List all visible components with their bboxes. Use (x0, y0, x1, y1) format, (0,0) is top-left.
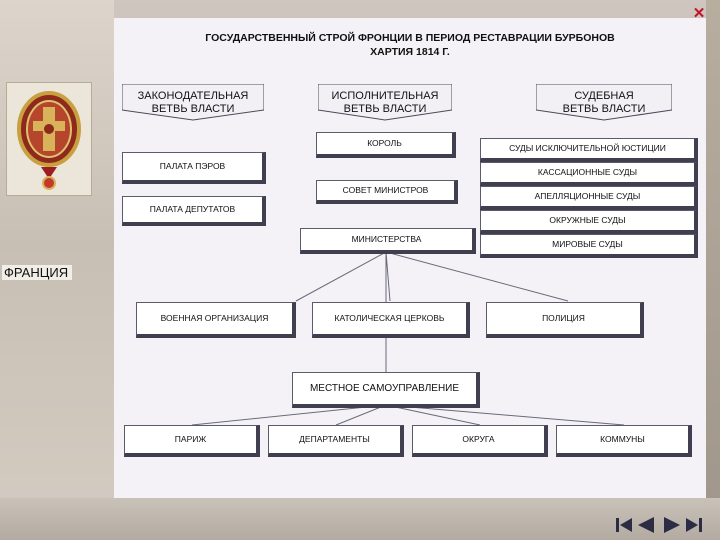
branch-legislative-line1: ЗАКОНОДАТЕЛЬНАЯ (122, 84, 264, 103)
branch-legislative: ЗАКОНОДАТЕЛЬНАЯ ВЕТВЬ ВЛАСТИ (122, 84, 264, 122)
catholic-church: КАТОЛИЧЕСКАЯ ЦЕРКОВЬ (312, 302, 470, 338)
chamber-of-deputies: ПАЛАТА ДЕПУТАТОВ (122, 196, 266, 226)
communes: КОММУНЫ (556, 425, 692, 457)
slide-navigation (614, 514, 706, 534)
branch-judicial: СУДЕБНАЯ ВЕТВЬ ВЛАСТИ (536, 84, 672, 122)
ministries: МИНИСТЕРСТВА (300, 228, 476, 254)
nav-prev-icon[interactable] (638, 517, 654, 533)
chamber-of-peers: ПАЛАТА ПЭРОВ (122, 152, 266, 184)
nav-next-icon[interactable] (664, 517, 680, 533)
king: КОРОЛЬ (316, 132, 456, 158)
paris: ПАРИЖ (124, 425, 260, 457)
district-courts: ОКРУЖНЫЕ СУДЫ (480, 210, 698, 234)
courts-of-appeal: АПЕЛЛЯЦИОННЫЕ СУДЫ (480, 186, 698, 210)
courts-of-peace: МИРОВЫЕ СУДЫ (480, 234, 698, 258)
districts: ОКРУГА (412, 425, 548, 457)
close-icon[interactable]: ✕ (690, 5, 708, 21)
courts-of-exceptional-justice: СУДЫ ИСКЛЮЧИТЕЛЬНОЙ ЮСТИЦИИ (480, 138, 698, 162)
branch-judicial-line2: ВЕТВЬ ВЛАСТИ (536, 103, 672, 116)
courts-of-cassation: КАССАЦИОННЫЕ СУДЫ (480, 162, 698, 186)
nav-first-icon[interactable] (616, 518, 632, 532)
military-organization: ВОЕННАЯ ОРГАНИЗАЦИЯ (136, 302, 296, 338)
nav-last-icon[interactable] (686, 518, 702, 532)
branch-executive-line2: ВЕТВЬ ВЛАСТИ (318, 103, 452, 116)
police: ПОЛИЦИЯ (486, 302, 644, 338)
branch-executive-line1: ИСПОЛНИТЕЛЬНАЯ (318, 84, 452, 103)
branch-judicial-line1: СУДЕБНАЯ (536, 84, 672, 103)
local-self-government: МЕСТНОЕ САМОУПРАВЛЕНИЕ (292, 372, 480, 408)
branch-legislative-line2: ВЕТВЬ ВЛАСТИ (122, 103, 264, 116)
departments: ДЕПАРТАМЕНТЫ (268, 425, 404, 457)
branch-executive: ИСПОЛНИТЕЛЬНАЯ ВЕТВЬ ВЛАСТИ (318, 84, 452, 122)
council-of-ministers: СОВЕТ МИНИСТРОВ (316, 180, 458, 204)
